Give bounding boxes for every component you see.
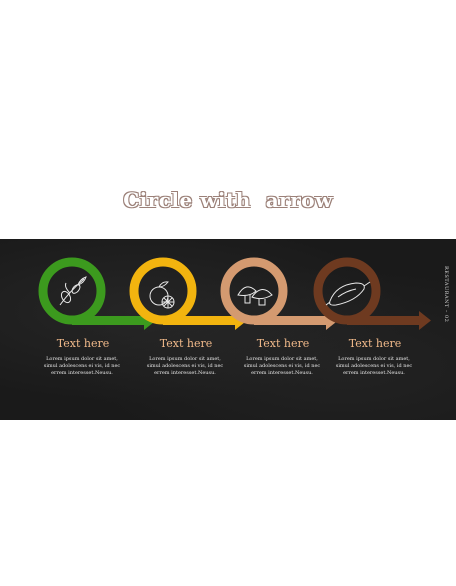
- slide-title: Circle with arrow: [123, 188, 333, 212]
- step-4-title: Text here: [348, 337, 402, 350]
- step-3-title: Text here: [256, 337, 310, 350]
- step-4-body: Lorem ipsum dolor sit amet, simul adoles…: [335, 356, 413, 376]
- sweet-potato-icon: [325, 281, 371, 306]
- step-4-loop: [313, 257, 431, 330]
- circle-arrow-flow: [38, 257, 431, 330]
- side-label: RESTAURANT – 02: [443, 266, 449, 323]
- step-2-title: Text here: [159, 337, 213, 350]
- step-1-title: Text here: [56, 337, 110, 350]
- chalkboard-panel: [0, 239, 456, 420]
- step-2-body: Lorem ipsum dolor sit amet, simul adoles…: [146, 356, 224, 376]
- olive-branch-icon: [59, 276, 87, 306]
- mushroom-icon: [237, 286, 273, 306]
- step-1-body: Lorem ipsum dolor sit amet, simul adoles…: [43, 356, 121, 376]
- orange-icon: [149, 281, 175, 309]
- step-3-body: Lorem ipsum dolor sit amet, simul adoles…: [243, 356, 321, 376]
